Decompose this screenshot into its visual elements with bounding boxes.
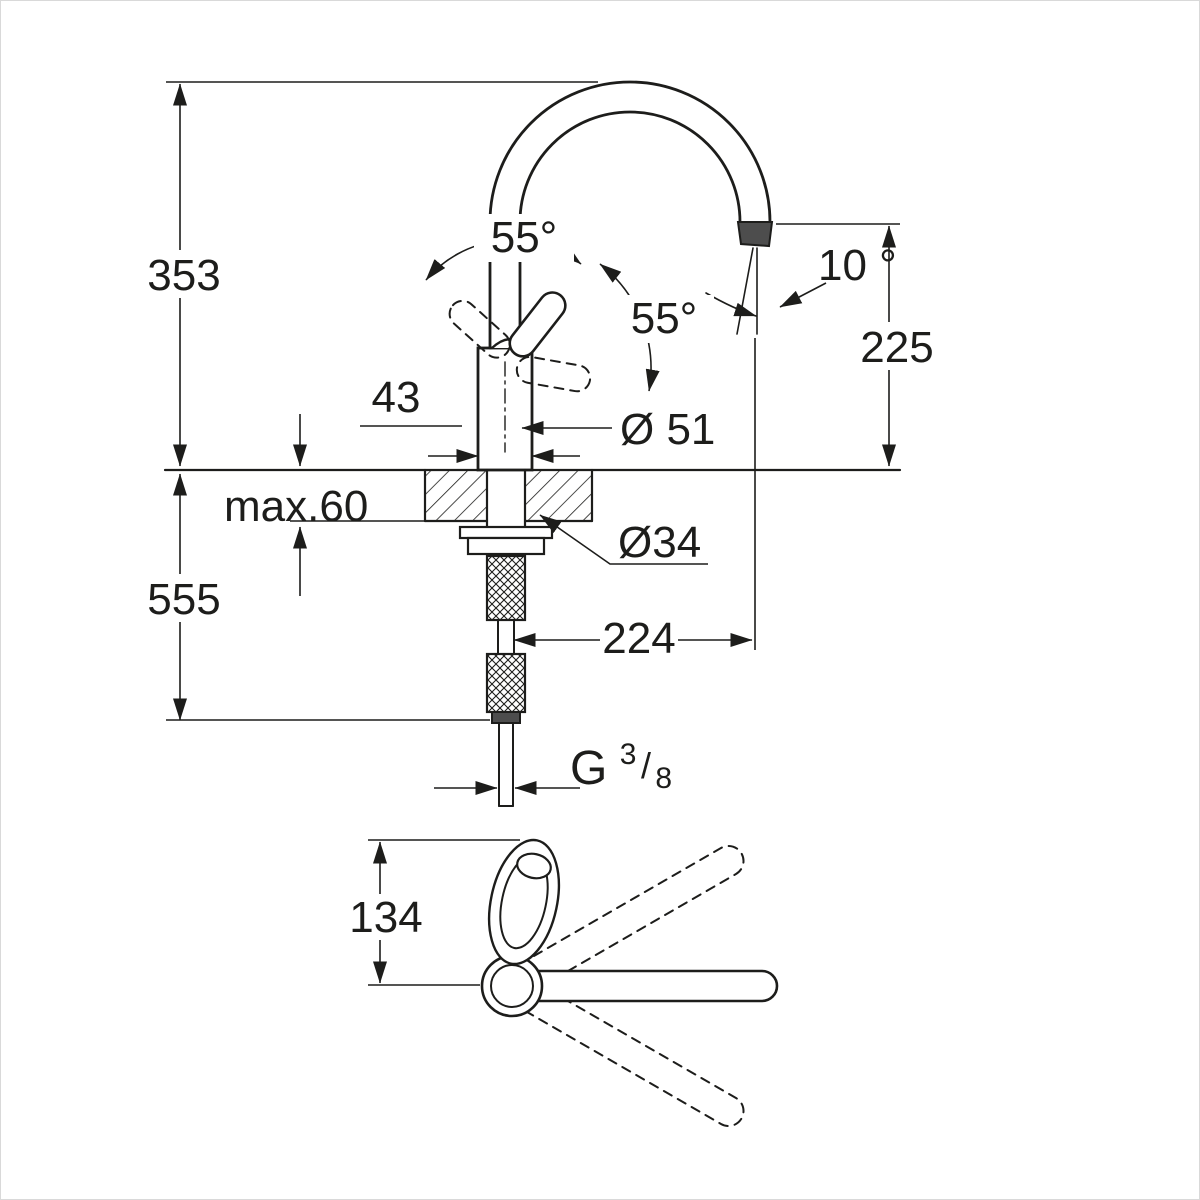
dim-224-label: 224 <box>602 614 675 663</box>
dim-10-label: 10 ° <box>818 241 897 290</box>
dim-134-label: 134 <box>349 893 422 942</box>
counter-slab-hatch-right <box>525 470 592 521</box>
lever-handle-dashed-open <box>515 355 592 393</box>
hose-end-cap <box>491 711 521 724</box>
dimensions <box>166 81 900 986</box>
lever-handle-dashed-left <box>448 299 511 359</box>
dim-max60-label: max.60 <box>224 482 368 531</box>
dim-225-label: 225 <box>860 323 933 372</box>
braided-hose <box>485 652 527 714</box>
label-mask <box>474 214 574 262</box>
threaded-shank <box>485 554 527 622</box>
spout-arm-dashed-down <box>519 981 745 1127</box>
spout-inner-arc <box>518 110 742 224</box>
locknut-body <box>466 536 546 556</box>
spout-outer-arc <box>488 80 772 224</box>
tip-angled-line <box>736 247 754 335</box>
dimension-labels: 353 555 225 224 55° 55° 10 ° 43 Ø 51 max… <box>147 213 933 942</box>
dim-55-side-label: 55° <box>631 294 698 343</box>
dim-o34-leader <box>539 514 708 565</box>
spout-mousseur <box>736 221 774 248</box>
lever-handle <box>508 291 567 358</box>
spout-arm <box>528 969 779 1003</box>
front-view <box>163 80 902 807</box>
handle-plan-knob <box>516 852 552 880</box>
label-mask <box>614 295 714 343</box>
dim-o34-label: Ø34 <box>618 518 701 567</box>
dim-10-leader <box>779 282 827 308</box>
spout-arm-dashed-up <box>519 845 745 991</box>
dim-555-label: 555 <box>147 575 220 624</box>
dim-353-label: 353 <box>147 251 220 300</box>
dim-o51-label: Ø 51 <box>620 405 715 454</box>
dim-43-label: 43 <box>372 373 421 422</box>
counter-slab-hatch-left <box>425 470 487 521</box>
dim-55-front-label: 55° <box>491 213 558 262</box>
locknut-flange <box>458 525 554 540</box>
plan-view <box>480 838 779 1127</box>
dim-g38-label: G 3 / 8 <box>570 738 672 795</box>
